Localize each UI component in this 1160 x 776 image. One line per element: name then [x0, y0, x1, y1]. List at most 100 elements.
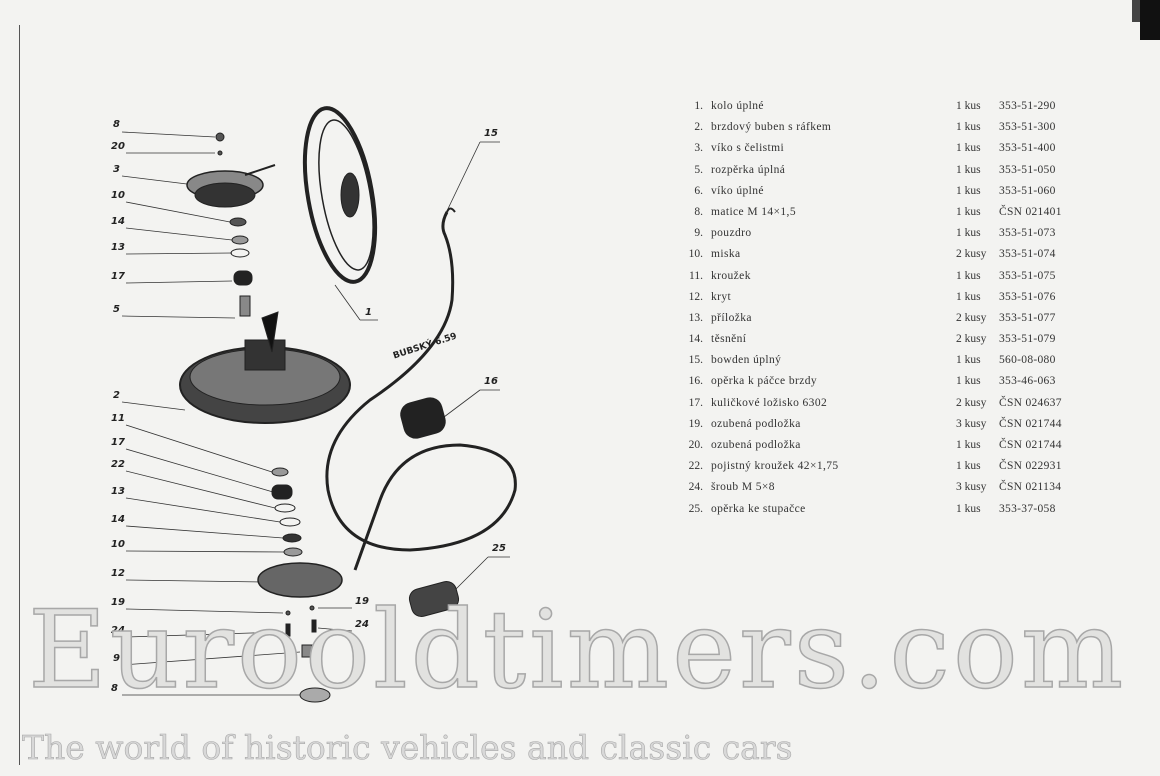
- part-name: opěrka ke stupačce: [711, 502, 806, 515]
- part-qty: 1 kus: [956, 142, 981, 155]
- part-no: 19.: [688, 417, 703, 430]
- watermark-title: Eurooldtimers.com: [27, 587, 1127, 714]
- callout-label: 14: [111, 216, 125, 227]
- part-no: 13.: [688, 311, 703, 324]
- part-code: 353-37-058: [999, 502, 1056, 515]
- cover-part: [186, 164, 276, 208]
- part-no: 5.: [694, 163, 703, 176]
- part-qty: 1 kus: [956, 227, 981, 240]
- part-name: ozubená podložka: [711, 439, 801, 451]
- part-qty: 1 kus: [956, 354, 981, 367]
- leader-lines: [121, 131, 510, 696]
- part-code: 353-51-073: [999, 227, 1056, 240]
- part-qty: 2 kusy: [956, 248, 987, 261]
- part-qty: 3 kusy: [956, 417, 987, 430]
- parts-list: 1. kolo úplné 1 kus 353-51-290 2. brzdový bub…: [672, 96, 1072, 520]
- callout-label: 22: [111, 459, 125, 470]
- callout-label: 8: [111, 683, 118, 694]
- part-qty: 1 kus: [956, 269, 981, 282]
- parts-list-row: 9. pouzdro 1 kus 353-51-073: [672, 223, 1072, 244]
- part-no: 6.: [694, 184, 703, 197]
- callout-label: 8: [113, 119, 120, 130]
- parts-list-row: 1. kolo úplné 1 kus 353-51-290: [672, 96, 1072, 117]
- part-no: 17.: [688, 396, 703, 409]
- part-name: víko s čelistmi: [711, 142, 785, 155]
- part-name: ozubená podložka: [711, 417, 801, 430]
- part-no: 1.: [694, 100, 703, 112]
- callout-label: 15: [484, 128, 498, 139]
- part-qty: 1 kus: [956, 205, 981, 218]
- part-name: kolo úplné: [711, 100, 764, 112]
- part-name: kroužek: [711, 269, 751, 282]
- callout-label: 24: [111, 625, 125, 636]
- scan-edge: [1132, 0, 1140, 22]
- callout-label: 11: [111, 413, 125, 424]
- callout-label: 17: [111, 437, 125, 448]
- part-no: 24.: [688, 481, 703, 494]
- part-code: 353-51-290: [999, 100, 1056, 112]
- page-border-line: [19, 25, 20, 765]
- callout-label: 25: [492, 543, 506, 554]
- callout-label: 17: [111, 271, 125, 282]
- part-no: 2.: [694, 121, 703, 134]
- part-qty: 1 kus: [956, 184, 981, 197]
- callout-label: 9: [113, 653, 120, 664]
- part-name: bowden úplný: [711, 354, 782, 367]
- part-no: 14.: [688, 333, 703, 346]
- part-name: matice M 14×1,5: [711, 205, 796, 218]
- part-code: 353-51-060: [999, 184, 1056, 197]
- part-code: ČSN 021401: [999, 205, 1062, 218]
- part-code: 353-46-063: [999, 375, 1056, 388]
- part-name: brzdový buben s ráfkem: [711, 121, 832, 134]
- part-code: 353-51-074: [999, 248, 1056, 261]
- watermark-tagline: The world of historic vehicles and class…: [22, 728, 793, 768]
- callout-label: 20: [111, 141, 125, 152]
- part-qty: 1 kus: [956, 439, 981, 451]
- part-code: 353-51-077: [999, 311, 1056, 324]
- part-no: 16.: [688, 375, 703, 388]
- callout-label: 16: [484, 376, 498, 387]
- part-qty: 1 kus: [956, 100, 981, 112]
- callout-label: 13: [111, 486, 125, 497]
- parts-list-row: 6. víko úplné 1 kus 353-51-060: [672, 181, 1072, 202]
- wheel-part: [302, 106, 378, 284]
- part-code: ČSN 021744: [999, 439, 1062, 451]
- part-qty: 1 kus: [956, 375, 981, 388]
- scan-edge: [1140, 0, 1160, 40]
- callout-label: 19: [111, 597, 125, 608]
- part-name: opěrka k páčce brzdy: [711, 375, 818, 388]
- part-name: pouzdro: [711, 227, 752, 240]
- part-name: příložka: [711, 311, 752, 324]
- part-name: pojistný kroužek 42×1,75: [711, 460, 839, 473]
- part-code: ČSN 024637: [999, 396, 1062, 409]
- callout-label: 19: [355, 596, 369, 607]
- part-qty: 1 kus: [956, 460, 981, 473]
- callout-label: 10: [111, 190, 125, 201]
- callout-label: 12: [111, 568, 125, 579]
- part-no: 9.: [694, 227, 703, 240]
- callout-label: 2: [113, 390, 120, 401]
- callout-label: 13: [111, 242, 125, 253]
- part-no: 10.: [688, 248, 703, 261]
- part-code: 353-51-400: [999, 142, 1056, 155]
- part-name: kuličkové ložisko 6302: [711, 396, 828, 409]
- part-name: víko úplné: [711, 184, 764, 197]
- part-qty: 1 kus: [956, 163, 981, 176]
- part-code: 560-08-080: [999, 354, 1056, 367]
- bowden-cable-part: [325, 207, 517, 571]
- part-qty: 3 kusy: [956, 481, 987, 494]
- callout-label: 1: [365, 307, 372, 318]
- part-code: 353-51-050: [999, 163, 1056, 176]
